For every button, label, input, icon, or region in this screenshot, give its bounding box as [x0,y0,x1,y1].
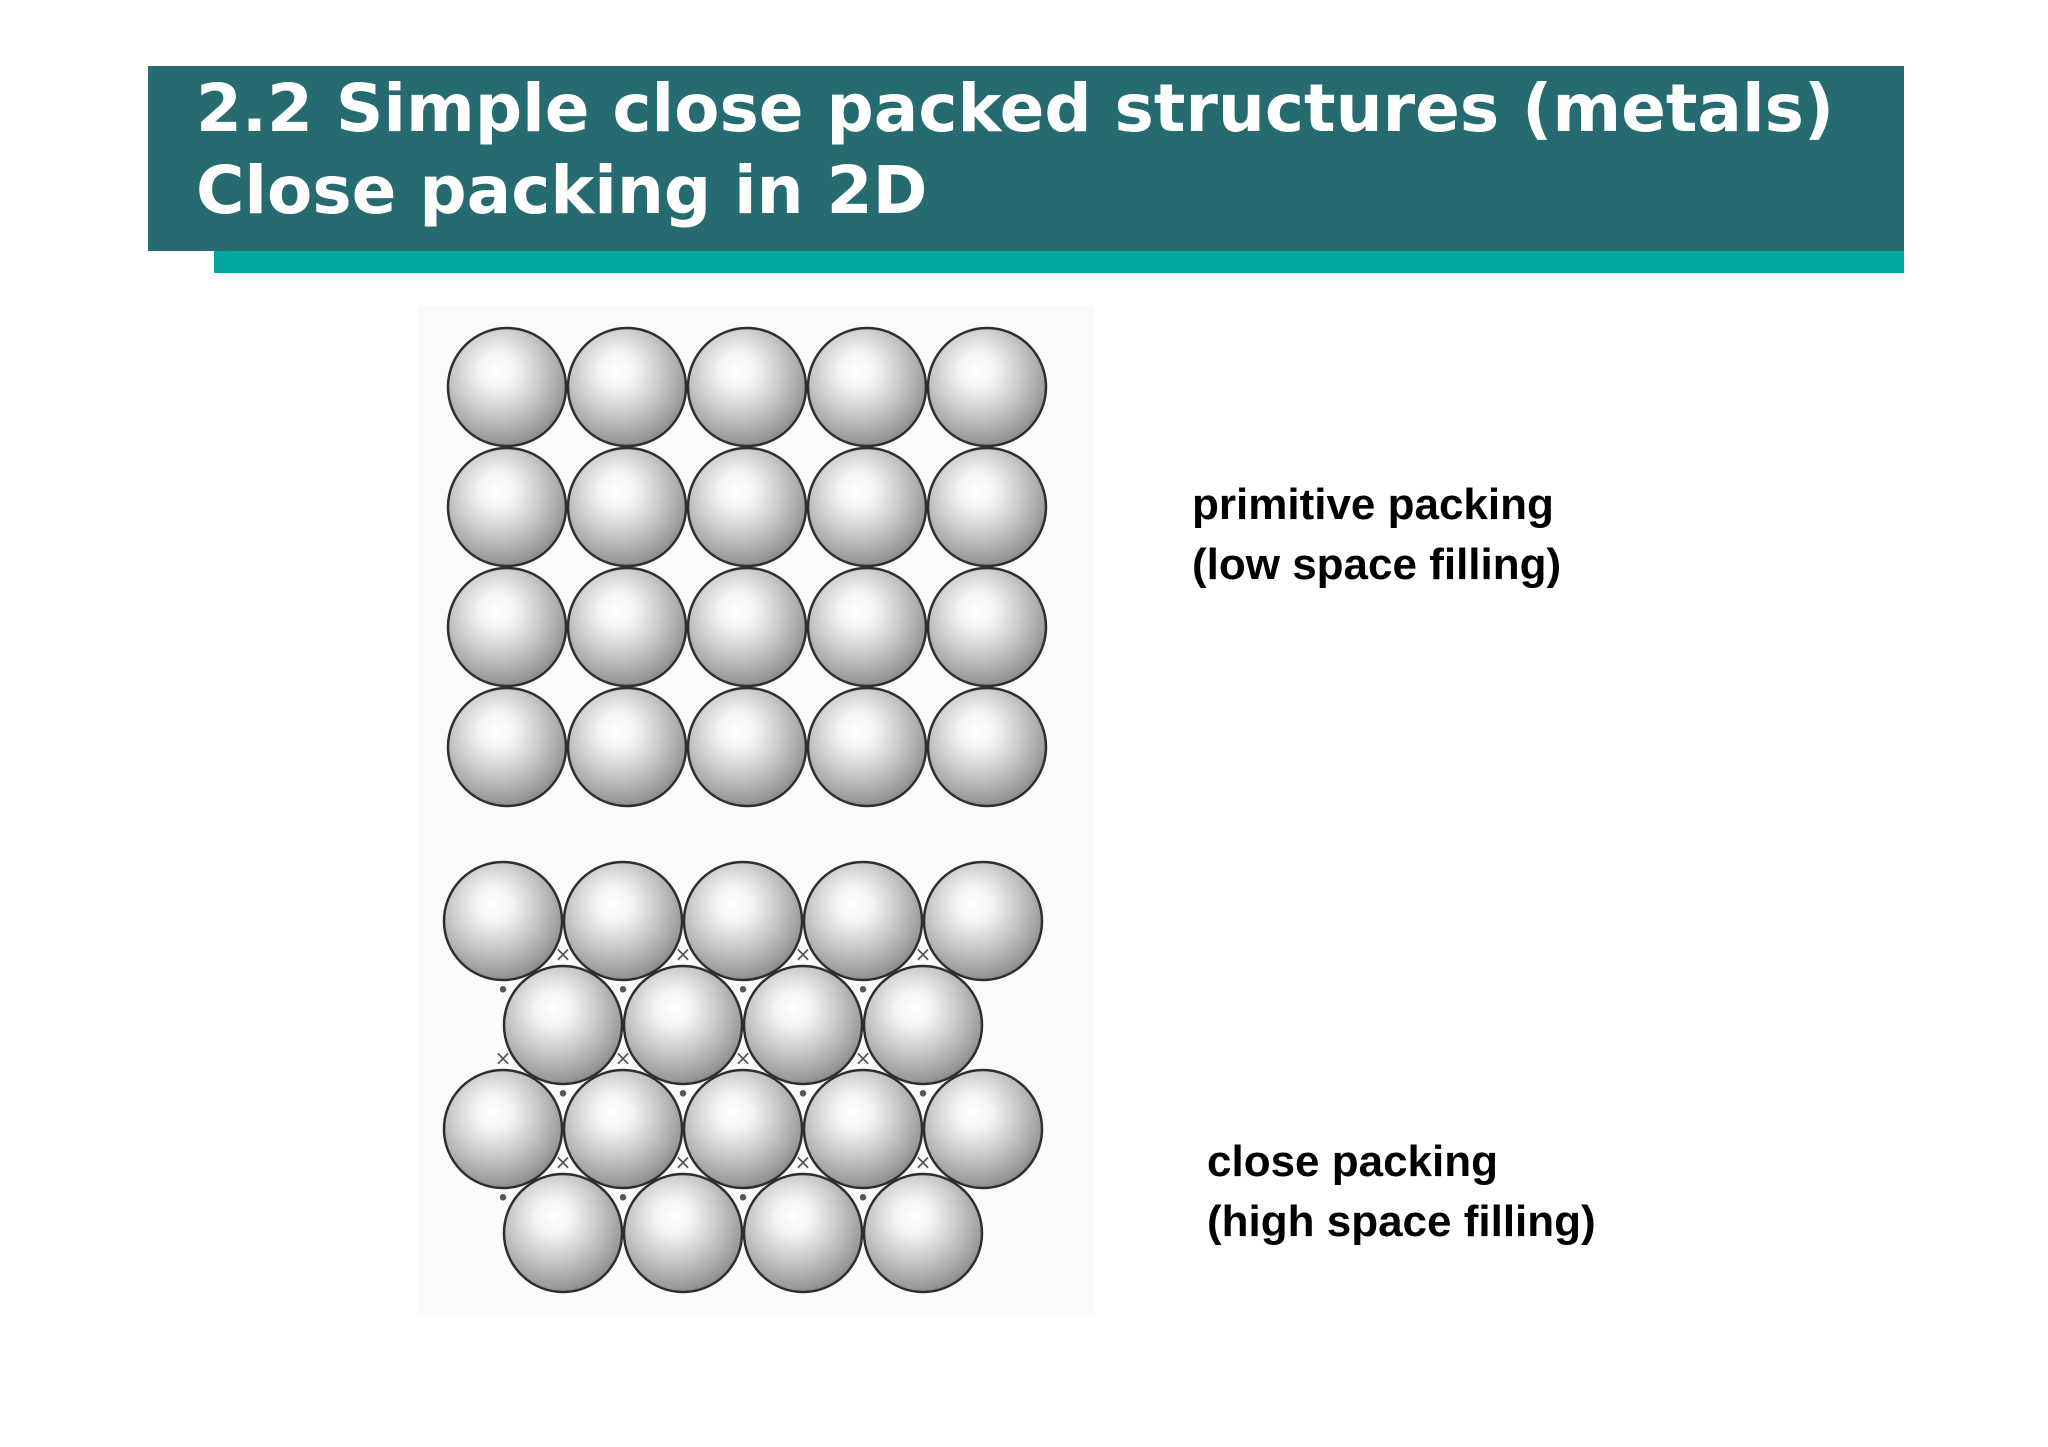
interstitial-markers: × • × • × • × • × • × • × • × • × • × • × • × • [495,942,932,1212]
hex-lattice-sphere [622,1172,744,1294]
square-lattice-sphere [926,686,1048,808]
interstitial-cross-marker: × [675,1150,692,1174]
hex-lattice-sphere [622,964,744,1086]
hex-lattice-sphere [502,964,624,1086]
interstitial-cross-marker: × [915,1150,932,1174]
title-accent-bar [214,251,1904,273]
close-packing-label: close packing (high space filling) [1207,1132,1596,1252]
hex-lattice-sphere [442,860,564,982]
close-packing-line2: (high space filling) [1207,1197,1596,1246]
square-lattice-sphere [446,446,568,568]
interstitial-dot-marker: • [617,1187,630,1212]
hex-lattice-sphere [802,1068,924,1190]
hexagonal-lattice [442,860,1044,1294]
square-lattice-sphere [926,446,1048,568]
square-lattice-sphere [926,326,1048,448]
square-lattice-sphere [446,686,568,808]
hex-lattice-sphere [922,1068,1044,1190]
hex-lattice-sphere [682,860,804,982]
interstitial-dot-marker: • [917,1083,930,1108]
hex-lattice-sphere [802,860,924,982]
slide-title-line1: 2.2 Simple close packed structures (meta… [196,70,1835,147]
interstitial-cross-marker: × [615,1046,632,1070]
square-lattice-sphere [686,566,808,688]
square-lattice-sphere [566,566,688,688]
square-lattice-sphere [686,686,808,808]
interstitial-dot-marker: • [737,1187,750,1212]
interstitial-cross-marker: × [675,942,692,966]
interstitial-dot-marker: • [497,1187,510,1212]
square-lattice-sphere [806,326,928,448]
title-bar [148,66,1904,251]
square-lattice-sphere [806,446,928,568]
primitive-packing-line2: (low space filling) [1192,540,1562,589]
square-lattice-sphere [686,446,808,568]
square-lattice-sphere [566,446,688,568]
slide-title-line2: Close packing in 2D [196,152,928,229]
interstitial-dot-marker: • [857,979,870,1004]
interstitial-cross-marker: × [555,1150,572,1174]
square-lattice-sphere [566,326,688,448]
interstitial-dot-marker: • [617,979,630,1004]
square-lattice-sphere [446,326,568,448]
primitive-packing-line1: primitive packing [1192,480,1554,529]
hex-lattice-sphere [742,1172,864,1294]
square-lattice-sphere [806,566,928,688]
hex-lattice-sphere [562,1068,684,1190]
square-lattice-sphere [806,686,928,808]
slide-title: 2.2 Simple close packed structures (meta… [196,68,1834,232]
hex-lattice-sphere [862,964,984,1086]
hex-lattice-sphere [562,860,684,982]
interstitial-dot-marker: • [737,979,750,1004]
interstitial-dot-marker: • [797,1083,810,1108]
hex-lattice-sphere [502,1172,624,1294]
square-lattice-sphere [686,326,808,448]
square-lattice [446,326,1048,808]
close-packing-line1: close packing [1207,1137,1499,1186]
interstitial-dot-marker: • [677,1083,690,1108]
interstitial-cross-marker: × [735,1046,752,1070]
hex-lattice-sphere [742,964,864,1086]
hex-lattice-sphere [922,860,1044,982]
square-lattice-sphere [446,566,568,688]
interstitial-cross-marker: × [555,942,572,966]
interstitial-cross-marker: × [795,942,812,966]
interstitial-cross-marker: × [795,1150,812,1174]
interstitial-dot-marker: • [497,979,510,1004]
hex-lattice-sphere [442,1068,564,1190]
hex-lattice-sphere [682,1068,804,1190]
primitive-packing-label: primitive packing (low space filling) [1192,475,1561,595]
square-lattice-sphere [566,686,688,808]
interstitial-cross-marker: × [495,1046,512,1070]
square-lattice-sphere [926,566,1048,688]
hex-lattice-sphere [862,1172,984,1294]
interstitial-dot-marker: • [557,1083,570,1108]
interstitial-dot-marker: • [857,1187,870,1212]
interstitial-cross-marker: × [855,1046,872,1070]
interstitial-cross-marker: × [915,942,932,966]
